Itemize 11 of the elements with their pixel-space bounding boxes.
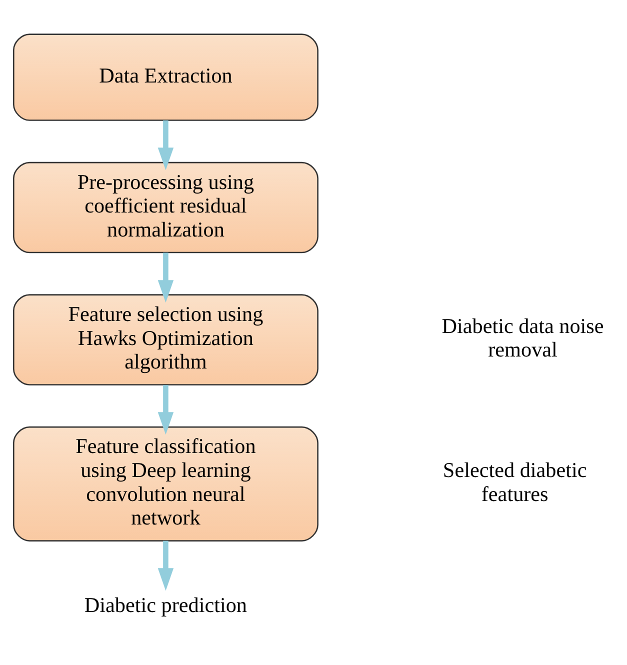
arrow [158, 540, 174, 591]
node-text: Diabetic prediction [84, 592, 248, 617]
node-box: Data Extraction [12, 34, 318, 121]
node-box: Feature selection using Hawks Optimization algorithm [12, 294, 318, 386]
arrow [158, 385, 174, 435]
arrow [158, 120, 174, 170]
node-box: Pre-processing using coefficient residual normalization [12, 162, 318, 254]
label: Selected diabetic features [442, 458, 587, 506]
label: Diabetic data noise removal [442, 314, 604, 362]
node-box: Feature classification using Deep learning convolution neural network [12, 426, 318, 542]
arrow [158, 252, 174, 303]
